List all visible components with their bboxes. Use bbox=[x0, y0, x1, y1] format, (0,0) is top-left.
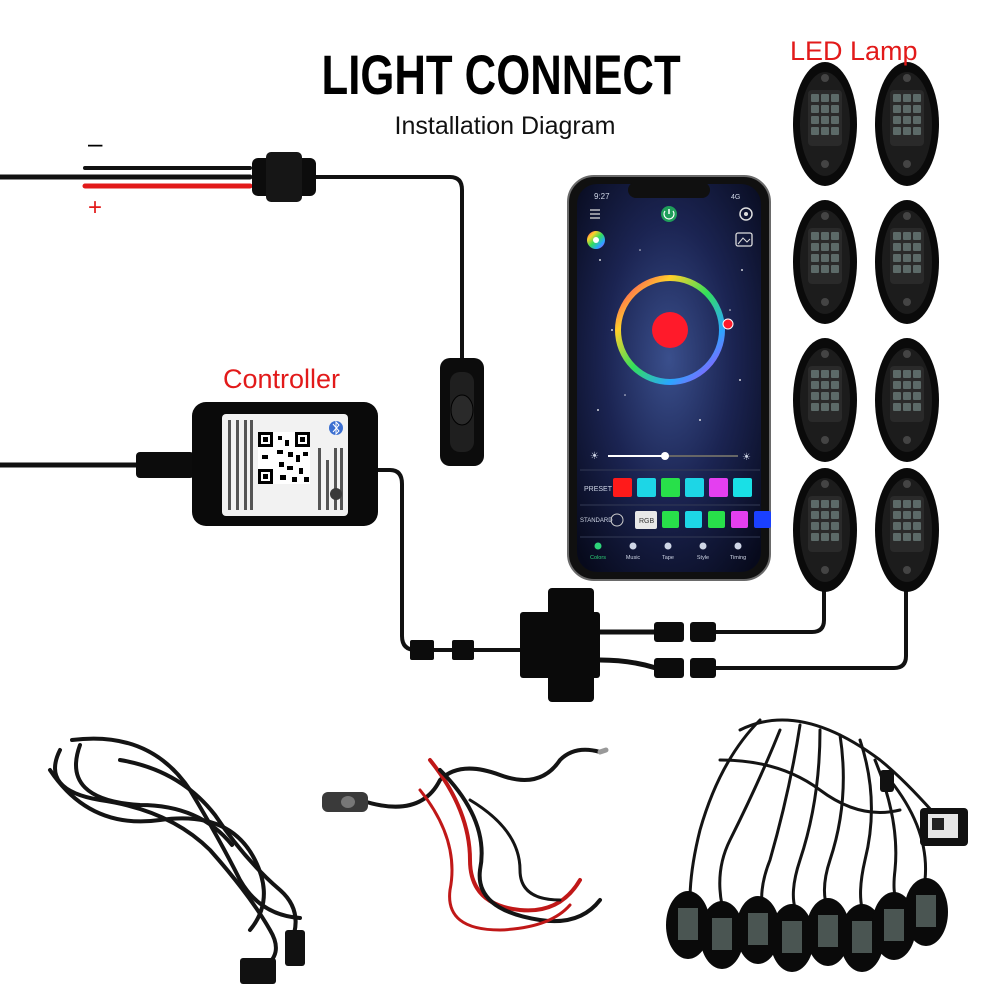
led-lamp bbox=[875, 338, 939, 462]
led-lamp bbox=[875, 200, 939, 324]
led-lamp-label: LED Lamp bbox=[790, 36, 918, 66]
preset-color-swatch[interactable] bbox=[709, 478, 728, 497]
fuse-connector bbox=[252, 152, 316, 202]
tab-icon[interactable] bbox=[664, 542, 672, 550]
diagram-subtitle: Installation Diagram bbox=[394, 112, 616, 140]
settings-icon[interactable] bbox=[739, 207, 753, 221]
tab-icon[interactable] bbox=[699, 542, 707, 550]
standard-swatches[interactable] bbox=[662, 511, 771, 528]
led-lamp bbox=[793, 200, 857, 324]
bottom-tabbar[interactable]: Colors Music Tape Style Timing bbox=[590, 542, 746, 562]
svg-text:☀: ☀ bbox=[742, 452, 751, 463]
tab-label[interactable]: Music bbox=[626, 555, 641, 561]
negative-terminal-label: – bbox=[88, 128, 103, 158]
led-lamp bbox=[793, 468, 857, 592]
inline-switch bbox=[440, 358, 484, 466]
status-network: 4G bbox=[731, 194, 740, 201]
tab-icon[interactable] bbox=[594, 542, 602, 550]
standard-label: STANDARD bbox=[580, 518, 613, 524]
controller-input-wire bbox=[0, 452, 194, 478]
preset-swatches[interactable] bbox=[613, 478, 752, 497]
power-icon[interactable] bbox=[661, 206, 677, 222]
color-wheel[interactable] bbox=[615, 275, 734, 385]
starfield bbox=[597, 249, 743, 421]
qr-code bbox=[258, 432, 310, 484]
smartphone: 9:27 4G ☀ ☀ PRESET STANDARD RGB Colors Mu… bbox=[567, 175, 771, 581]
tab-label[interactable]: Style bbox=[697, 555, 709, 561]
tab-label[interactable]: Timing bbox=[730, 555, 746, 561]
diagram-title: LIGHT CONNECT bbox=[321, 43, 681, 106]
splitter-y-cable bbox=[520, 580, 908, 702]
standard-color-swatch[interactable] bbox=[708, 511, 725, 528]
image-icon[interactable] bbox=[735, 232, 753, 247]
positive-terminal-label: + bbox=[88, 194, 103, 221]
controller-output-wire bbox=[378, 468, 522, 660]
tab-icon[interactable] bbox=[734, 542, 742, 550]
menu-icon[interactable] bbox=[590, 209, 600, 219]
standard-color-swatch[interactable] bbox=[685, 511, 702, 528]
standard-color-swatch[interactable] bbox=[754, 511, 771, 528]
brightness-slider[interactable]: ☀ ☀ bbox=[590, 451, 751, 463]
preset-color-swatch[interactable] bbox=[733, 478, 752, 497]
power-wire-harness bbox=[0, 166, 464, 362]
color-wheel-icon[interactable] bbox=[587, 231, 605, 249]
preset-color-swatch[interactable] bbox=[613, 478, 632, 497]
standard-color-swatch[interactable] bbox=[731, 511, 748, 528]
tab-label[interactable]: Colors bbox=[590, 555, 606, 561]
brightness-icon: ☀ bbox=[590, 451, 599, 462]
preset-color-swatch[interactable] bbox=[661, 478, 680, 497]
controller-label-text-lines bbox=[228, 420, 343, 510]
led-lamp-array bbox=[793, 62, 939, 592]
status-time: 9:27 bbox=[594, 192, 610, 201]
controller-label: Controller bbox=[223, 364, 341, 394]
preset-color-swatch[interactable] bbox=[637, 478, 656, 497]
rgb-label[interactable]: RGB bbox=[639, 518, 655, 525]
led-lamp bbox=[875, 468, 939, 592]
tab-icon[interactable] bbox=[629, 542, 637, 550]
bluetooth-icon bbox=[329, 420, 343, 436]
tab-label[interactable]: Tape bbox=[662, 555, 674, 561]
standard-color-swatch[interactable] bbox=[662, 511, 679, 528]
controller-box bbox=[192, 402, 378, 526]
preset-label: PRESET bbox=[584, 486, 613, 493]
preset-color-swatch[interactable] bbox=[685, 478, 704, 497]
led-lamp bbox=[793, 338, 857, 462]
